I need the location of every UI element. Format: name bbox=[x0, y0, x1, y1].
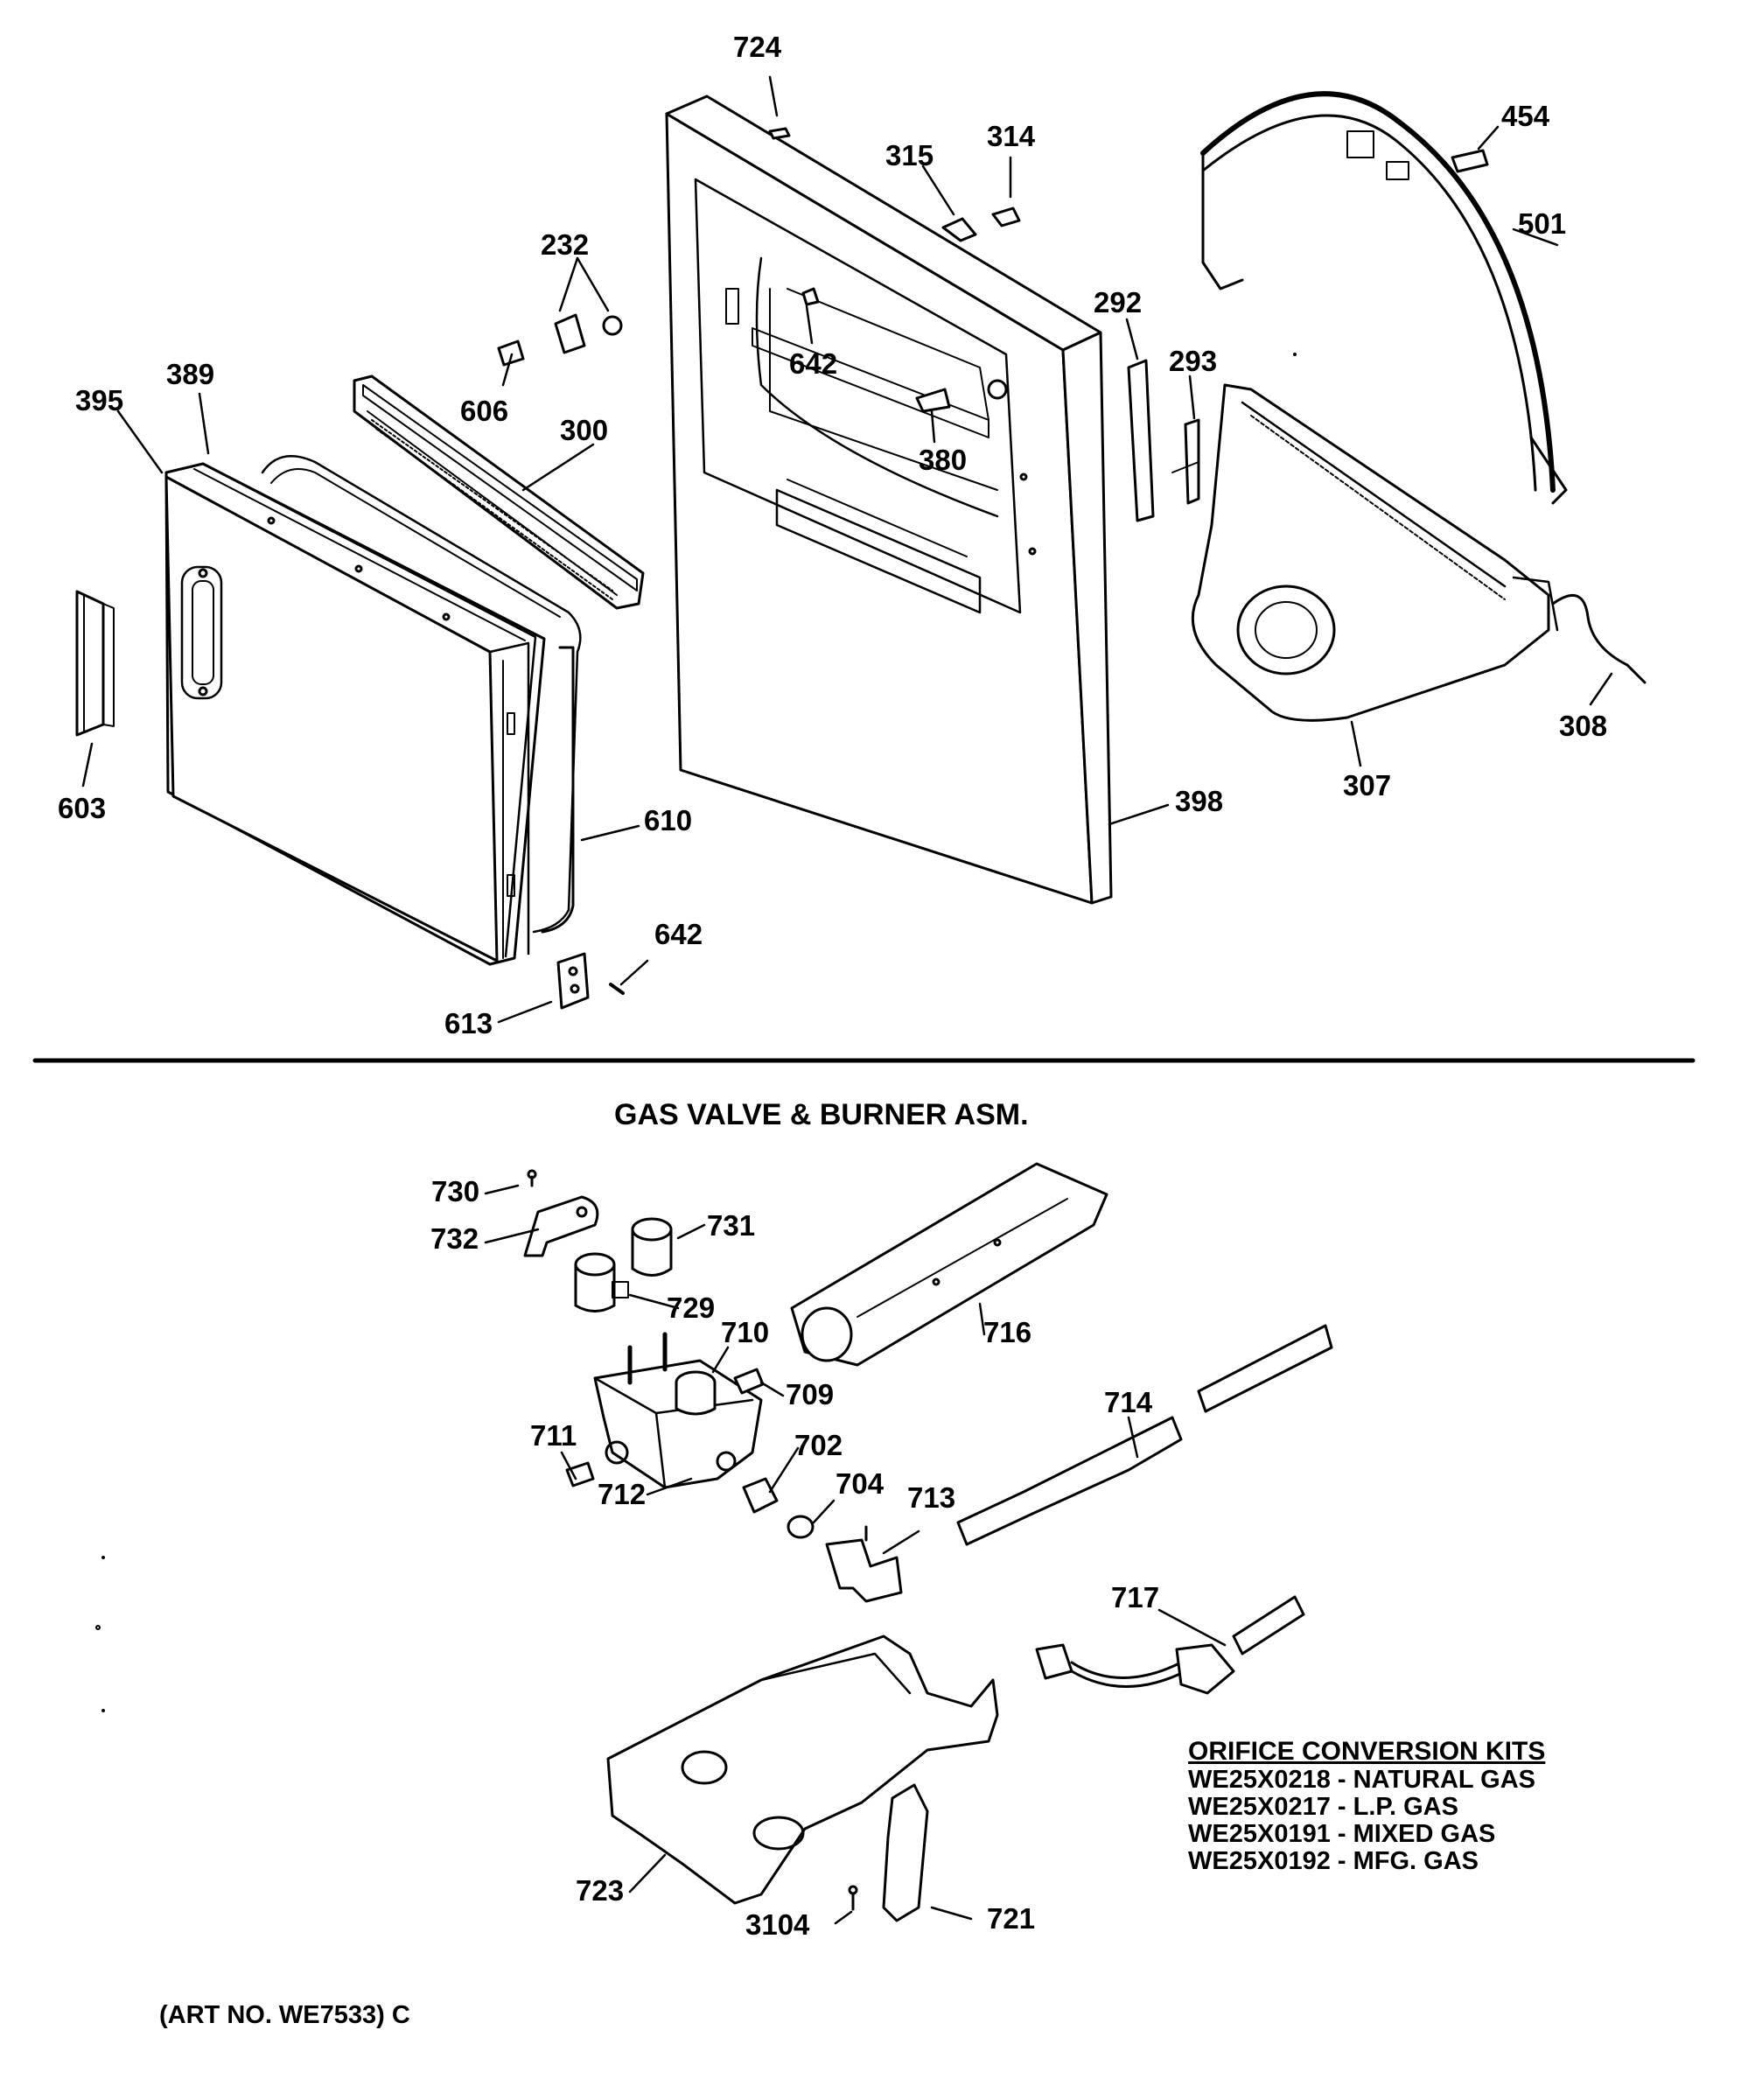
callout-732: 732 bbox=[430, 1222, 479, 1255]
kit-desc: L.P. GAS bbox=[1353, 1793, 1458, 1821]
fitting-711 bbox=[565, 1461, 595, 1488]
kit-row: WE25X0191 - MIXED GAS bbox=[1188, 1820, 1496, 1848]
kits-title: ORIFICE CONVERSION KITS bbox=[1188, 1737, 1546, 1766]
callout-307: 307 bbox=[1343, 769, 1392, 802]
callout-713: 713 bbox=[907, 1481, 956, 1514]
kit-desc: MFG. GAS bbox=[1353, 1847, 1479, 1875]
kit-desc: MIXED GAS bbox=[1353, 1820, 1496, 1848]
handle-603 bbox=[75, 590, 115, 737]
callout-292: 292 bbox=[1094, 286, 1143, 318]
callout-731: 731 bbox=[707, 1209, 756, 1242]
callout-717: 717 bbox=[1111, 1581, 1160, 1614]
callout-723: 723 bbox=[576, 1874, 625, 1907]
burner-bracket-723 bbox=[606, 1634, 999, 1905]
callout-603: 603 bbox=[58, 792, 107, 824]
callout-642-hinge: 642 bbox=[654, 918, 703, 950]
callout-398: 398 bbox=[1175, 785, 1224, 817]
callout-454: 454 bbox=[1501, 100, 1550, 132]
orifice-conversion-kits: ORIFICE CONVERSION KITS WE25X0218 - NATU… bbox=[1188, 1738, 1545, 1875]
callout-613: 613 bbox=[444, 1007, 493, 1040]
callout-501: 501 bbox=[1518, 207, 1567, 240]
callout-395: 395 bbox=[75, 384, 124, 416]
callout-308: 308 bbox=[1559, 710, 1608, 742]
callout-293: 293 bbox=[1169, 345, 1218, 377]
seal-454 bbox=[1451, 149, 1489, 173]
gas-valve-712 bbox=[593, 1332, 763, 1489]
stray-dots bbox=[95, 353, 1297, 1712]
callout-729: 729 bbox=[667, 1292, 716, 1324]
callout-642-panel: 642 bbox=[789, 347, 838, 380]
callout-702: 702 bbox=[794, 1429, 843, 1461]
fitting-709 bbox=[733, 1368, 765, 1395]
callout-389: 389 bbox=[166, 358, 215, 390]
duct-307 bbox=[1191, 383, 1559, 722]
kit-part: WE25X0217 bbox=[1188, 1793, 1331, 1821]
callout-300: 300 bbox=[560, 414, 609, 446]
kit-row: WE25X0217 - L.P. GAS bbox=[1188, 1793, 1458, 1821]
callout-606: 606 bbox=[460, 395, 509, 427]
callout-730: 730 bbox=[431, 1175, 480, 1208]
gas-pipe-714 bbox=[956, 1324, 1333, 1546]
front-panel-398 bbox=[665, 94, 1113, 905]
callout-712: 712 bbox=[598, 1478, 647, 1510]
callout-314: 314 bbox=[987, 120, 1036, 152]
door-seal-610 bbox=[541, 646, 575, 934]
kit-row: WE25X0192 - MFG. GAS bbox=[1188, 1847, 1479, 1875]
callout-709: 709 bbox=[786, 1378, 835, 1410]
leader-lines bbox=[81, 75, 1613, 1925]
section-title: GAS VALVE & BURNER ASM. bbox=[614, 1098, 1029, 1131]
coil-bracket-732 bbox=[523, 1169, 599, 1257]
kit-part: WE25X0218 bbox=[1188, 1766, 1331, 1794]
small-parts-top bbox=[497, 127, 1021, 413]
art-number: (ART NO. WE7533) C bbox=[159, 2001, 410, 2029]
callout-380: 380 bbox=[919, 444, 968, 476]
bulkhead-ring-501 bbox=[1200, 91, 1568, 505]
callout-3104: 3104 bbox=[745, 1908, 810, 1941]
callout-721: 721 bbox=[987, 1902, 1036, 1935]
coil-729 bbox=[574, 1252, 629, 1312]
callout-704: 704 bbox=[836, 1467, 884, 1500]
elbow-713 bbox=[825, 1525, 903, 1603]
callout-610: 610 bbox=[644, 804, 693, 836]
bracket-721 bbox=[848, 1783, 929, 1922]
callout-315: 315 bbox=[885, 139, 934, 172]
coil-731 bbox=[631, 1217, 673, 1277]
kit-part: WE25X0192 bbox=[1188, 1847, 1331, 1875]
hinge-613 bbox=[556, 952, 625, 1010]
kit-desc: NATURAL GAS bbox=[1353, 1766, 1535, 1794]
kit-part: WE25X0191 bbox=[1188, 1820, 1331, 1848]
igniter-717 bbox=[1035, 1595, 1305, 1695]
door-assembly bbox=[164, 455, 582, 966]
lint-filter-300 bbox=[353, 374, 645, 610]
callout-232: 232 bbox=[541, 228, 590, 261]
callout-724: 724 bbox=[733, 31, 782, 63]
seal-308 bbox=[1551, 594, 1647, 684]
callout-711: 711 bbox=[530, 1419, 577, 1452]
callout-710: 710 bbox=[721, 1316, 770, 1348]
callout-714: 714 bbox=[1104, 1386, 1153, 1418]
orifice-702-704 bbox=[742, 1477, 815, 1539]
callout-716: 716 bbox=[983, 1316, 1032, 1348]
brackets-292-293 bbox=[1127, 359, 1200, 522]
burner-tube-716 bbox=[790, 1162, 1108, 1367]
kit-row: WE25X0218 - NATURAL GAS bbox=[1188, 1766, 1535, 1794]
